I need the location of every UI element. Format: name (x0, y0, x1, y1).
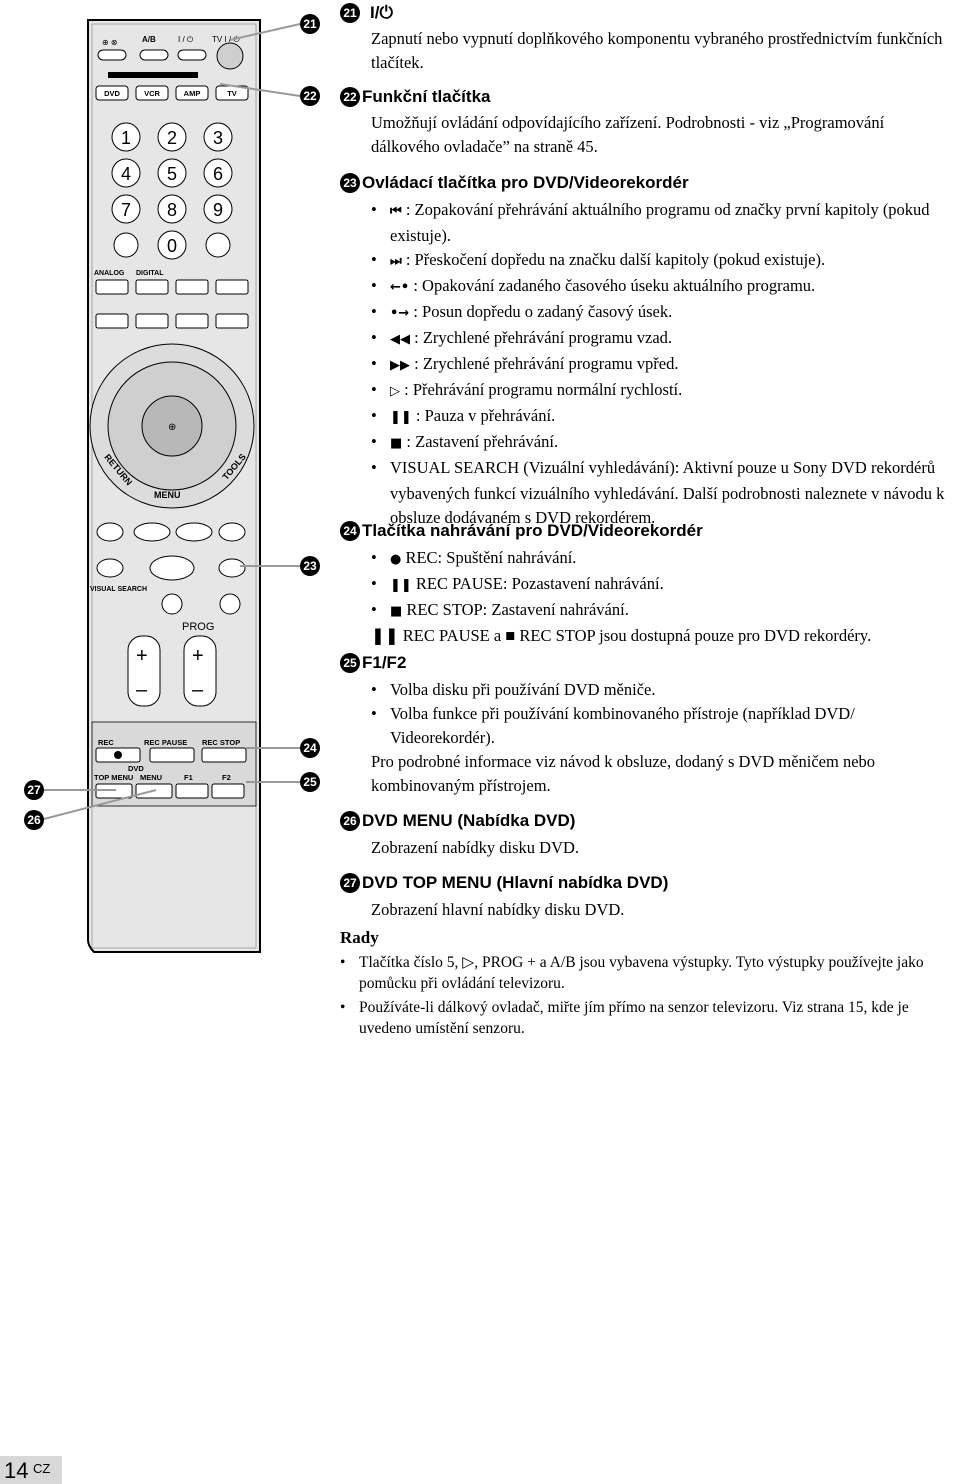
rec-stop-label: REC STOP (202, 738, 240, 747)
top-menu-label: TOP MENU (94, 773, 133, 782)
menu-label: MENU (154, 490, 181, 500)
list-item: ■ : Zastavení přehrávání. (371, 430, 955, 456)
digit-0: 0 (167, 236, 177, 256)
dvd-label: DVD (128, 764, 144, 773)
digit-9: 9 (213, 200, 223, 220)
digit-4: 4 (121, 164, 131, 184)
callout-21: 21 (300, 14, 320, 34)
digit-7: 7 (121, 200, 131, 220)
section-title: Tlačítka nahrávání pro DVD/Videorekordér (362, 521, 703, 540)
mode-dvd: DVD (104, 89, 120, 98)
mode-tv: TV (227, 89, 237, 98)
page-number: 14 (4, 1458, 29, 1483)
section-number: 27 (340, 873, 360, 893)
section-title: DVD MENU (Nabídka DVD) (362, 811, 576, 830)
list-item: ▷ : Přehrávání programu normální rychlos… (371, 378, 955, 404)
digit-5: 5 (167, 164, 177, 184)
rec-label: REC (98, 738, 114, 747)
callout-23: 23 (300, 556, 320, 576)
callout-26: 26 (24, 810, 44, 830)
callout-27: 27 (24, 780, 44, 800)
section-title: F1/F2 (362, 653, 407, 672)
digit-2: 2 (167, 128, 177, 148)
svg-text:+: + (136, 645, 148, 667)
section-title: I/⏻ (370, 3, 393, 22)
digit-1: 1 (121, 128, 131, 148)
section-title: Ovládací tlačítka pro DVD/Videorekordér (362, 173, 689, 192)
callout-25: 25 (300, 772, 320, 792)
list-item: Používáte-li dálkový ovladač, miřte jím … (340, 997, 955, 1039)
section-number: 21 (340, 3, 360, 23)
callout-24: 24 (300, 738, 320, 758)
svg-text:+: + (192, 645, 204, 667)
mode-amp: AMP (184, 89, 201, 98)
remote-control-illustration: ⊕ ⊗ A/B I / ⏻ TV I / ⏻ DVD VCR AMP TV 1 … (87, 19, 261, 953)
section-text: Zobrazení hlavní nabídky disku DVD. (371, 900, 625, 919)
language-code: CZ (33, 1461, 51, 1476)
visual-search-label: VISUAL SEARCH (90, 586, 147, 593)
list-item: ■ REC STOP: Zastavení nahrávání. (371, 598, 955, 624)
section-number: 23 (340, 173, 360, 193)
section-note: Pro podrobné informace viz návod k obslu… (371, 752, 876, 795)
list-item: ⏮ : Zopakování přehrávání aktuálního pro… (371, 198, 955, 248)
tips-title: Rady (340, 928, 379, 947)
f2-label: F2 (222, 773, 231, 782)
list-item: ▶▶ : Zrychlené přehrávání programu vpřed… (371, 352, 955, 378)
list-item: •→ : Posun dopředu o zadaný časový úsek. (371, 300, 955, 326)
section-text: Zapnutí nebo vypnutí doplňkového kompone… (371, 29, 943, 72)
section-21: 21 I/⏻ Zapnutí nebo vypnutí doplňkového k… (340, 2, 955, 75)
svg-text:–: – (136, 679, 148, 701)
menu-small-label: MENU (140, 773, 162, 782)
digit-6: 6 (213, 164, 223, 184)
ab-label: A/B (142, 35, 156, 44)
section-number: 25 (340, 653, 360, 673)
section-text: Zobrazení nabídky disku DVD. (371, 838, 580, 857)
list-item: Volba funkce při používání kombinovaného… (371, 702, 955, 750)
list-item: VISUAL SEARCH (Vizuální vyhledávání): Ak… (371, 456, 955, 530)
callout-leaders (39, 23, 301, 821)
callout-22: 22 (300, 86, 320, 106)
page-footer: 14 CZ (0, 1456, 62, 1484)
rec-pause-label: REC PAUSE (144, 738, 187, 747)
tv-power-label: TV I / ⏻ (212, 35, 240, 44)
input-icon: ⊕ ⊗ (102, 38, 118, 47)
tips-list: Tlačítka číslo 5, ▷, PROG + a A/B jsou v… (340, 952, 955, 1042)
list-item: Tlačítka číslo 5, ▷, PROG + a A/B jsou v… (340, 952, 955, 994)
mode-vcr: VCR (144, 89, 160, 98)
prog-label: PROG (182, 621, 214, 633)
list-item: Volba disku při používání DVD měniče. (371, 678, 955, 702)
list-item: ⏭ : Přeskočení dopředu na značku další k… (371, 248, 955, 274)
section-number: 22 (340, 87, 360, 107)
svg-text:–: – (192, 679, 204, 701)
section-title: Funkční tlačítka (362, 87, 491, 106)
list-item: ● REC: Spuštění nahrávání. (371, 546, 955, 572)
digit-3: 3 (213, 128, 223, 148)
list-item: ←• : Opakování zadaného časového úseku a… (371, 274, 955, 300)
analog-label: ANALOG (94, 270, 125, 277)
enter-icon: ⊕ (168, 422, 176, 433)
power-label: I / ⏻ (178, 35, 194, 44)
digital-label: DIGITAL (136, 270, 164, 277)
list-item: ❚❚ : Pauza v přehrávání. (371, 404, 955, 430)
section-number: 24 (340, 521, 360, 541)
f1-label: F1 (184, 773, 193, 782)
digit-8: 8 (167, 200, 177, 220)
section-text: Umožňují ovládání odpovídajícího zařízen… (371, 113, 885, 156)
section-note: ❚❚ REC PAUSE a ■ REC STOP jsou dostupná … (371, 626, 872, 645)
section-title: DVD TOP MENU (Hlavní nabídka DVD) (362, 873, 669, 892)
section-number: 26 (340, 811, 360, 831)
list-item: ❚❚ REC PAUSE: Pozastavení nahrávání. (371, 572, 955, 598)
list-item: ◀◀ : Zrychlené přehrávání programu vzad. (371, 326, 955, 352)
